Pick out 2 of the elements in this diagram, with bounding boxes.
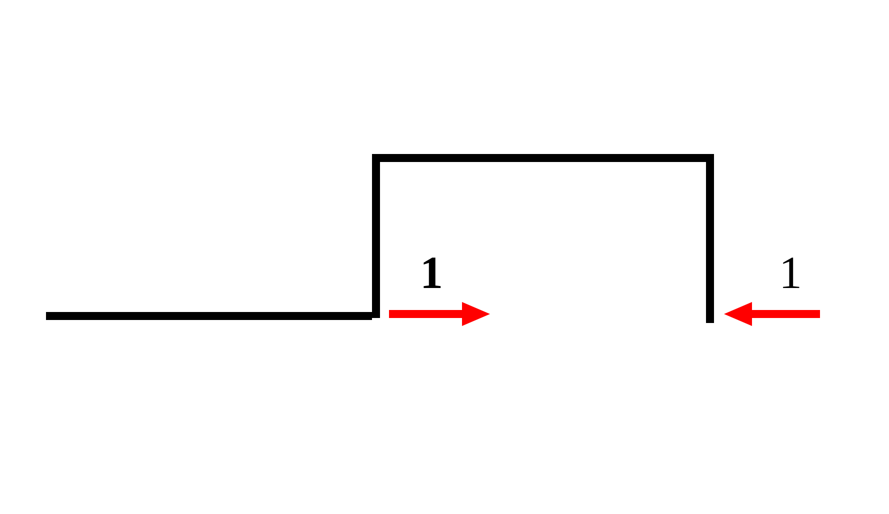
arrow-label: 1	[779, 250, 802, 296]
arrow-label: 1	[420, 250, 443, 296]
